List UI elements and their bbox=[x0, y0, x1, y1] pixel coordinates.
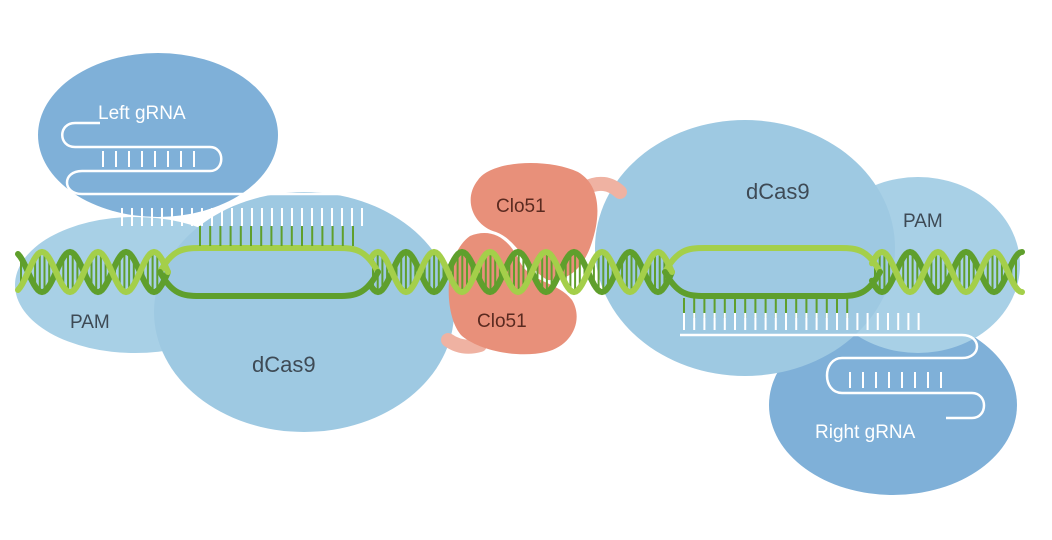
right-grna-stem-ticks bbox=[849, 372, 942, 388]
left-grna-stem-ticks bbox=[102, 151, 195, 167]
left-grna-label: Left gRNA bbox=[98, 103, 186, 124]
right-grna-guide-ticks bbox=[683, 313, 920, 330]
clo51-linker-bottom bbox=[441, 333, 487, 354]
dna-bubble-top-strand bbox=[157, 245, 381, 275]
clo51-top-label: Clo51 bbox=[496, 196, 546, 217]
right-grna-blob bbox=[769, 315, 1017, 495]
clo51-bottom-label: Clo51 bbox=[477, 311, 527, 332]
left-grna-guide-ticks bbox=[121, 208, 363, 226]
dna-strand-back bbox=[15, 248, 171, 296]
right-grna-hairpin-icon bbox=[680, 313, 986, 420]
dna-bubble-top-strand bbox=[662, 245, 883, 275]
dna-strand-front bbox=[15, 248, 171, 296]
dna-bubble-bottom-strand bbox=[157, 269, 381, 299]
right-dcas9-label: dCas9 bbox=[746, 179, 810, 204]
dna-strand-front bbox=[869, 248, 1025, 296]
clo51-top-protein bbox=[470, 162, 598, 281]
left-grna-strand bbox=[61, 121, 370, 196]
left-grna-hairpin-icon bbox=[61, 121, 370, 226]
left-grna-blob bbox=[38, 53, 278, 217]
dna-bubble-bottom-strand bbox=[662, 269, 883, 299]
left-pam-label: PAM bbox=[70, 312, 110, 333]
right-grna-label: Right gRNA bbox=[815, 422, 916, 443]
dna-strand-front bbox=[367, 248, 675, 296]
left-dcas9-label: dCas9 bbox=[252, 352, 316, 377]
right-pam-label: PAM bbox=[903, 211, 943, 232]
right-grna-strand bbox=[680, 333, 986, 420]
dna-double-helix-icon bbox=[15, 226, 1025, 318]
